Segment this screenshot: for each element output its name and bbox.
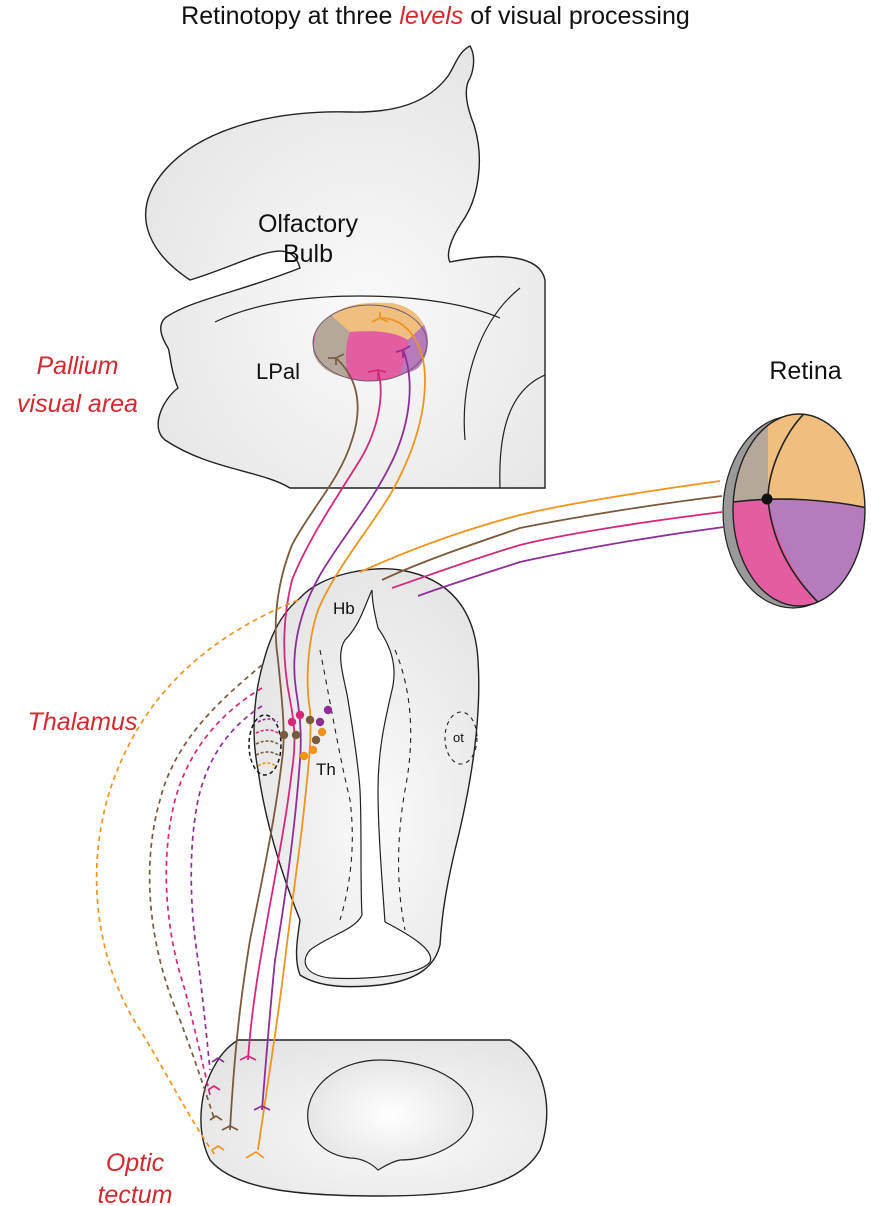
retina-label: Retina [769,357,842,385]
ot-dashed-ellipse [444,711,478,765]
diagram-title: Retinotopy at three levels of visual pro… [0,2,871,31]
thalamic-dots [279,705,333,761]
forebrain-right-contour [463,287,546,489]
lateral-terminal-arcs [255,718,279,767]
thalamus-dashed-left [319,649,353,921]
lpal-label: LPal [255,359,301,384]
olfactory-bulb-label: Olfactory Bulb [248,209,368,269]
olfactory-label-line2: Bulb [282,240,334,268]
forebrain-inner-line [214,295,501,323]
dashed-fiber-brown [148,664,263,1119]
thalamus-dashed-right [394,649,412,931]
tectum-label-line2: tectum [97,1181,173,1206]
retina-divider-h [733,498,865,509]
pallium-map-orange [330,302,424,340]
retina-axon-magenta [391,511,723,589]
hb-label: Hb [333,599,355,618]
retina-outline [732,413,866,607]
retina [722,413,866,609]
title-emphasis: levels [399,2,464,30]
tectum-terminals [207,1055,271,1159]
dashed-fiber-magenta [165,687,263,1096]
retina-axon-purple [417,526,725,597]
forebrain-outline [144,45,546,489]
title-prefix: Retinotopy at three [181,2,400,30]
pallium-region-label: Pallium visual area [0,350,155,420]
retina-axon-orange [359,480,721,573]
tectum-ventricle [307,1059,474,1171]
pallium-label-line2: visual area [17,390,138,418]
retina-axon-brown [381,495,723,581]
lateral-terminal-dashed-ellipse [248,714,282,776]
pallium-label-line1: Pallium [36,352,119,380]
pallium-terminals [328,312,411,380]
th-label: Th [316,760,336,779]
tectum-region-label: Optic tectum [85,1147,185,1206]
thalamus-region-label: Thalamus [27,708,138,736]
fiber-orange-pallium [257,317,426,1151]
dashed-fiber-orange [95,599,299,1156]
tectum-label-line1: Optic [105,1149,165,1177]
pallium-map-outline [312,304,428,382]
dashed-fiber-purple [190,705,263,1071]
fiber-magenta-pallium [247,369,382,1061]
retina-optic-disc [761,493,773,505]
title-suffix: of visual processing [463,2,690,30]
fiber-purple-pallium [261,349,411,1111]
fiber-brown-pallium [229,357,359,1131]
ventricle [304,589,432,979]
ot-label: ot [453,730,464,745]
olfactory-label-line1: Olfactory [257,210,359,238]
